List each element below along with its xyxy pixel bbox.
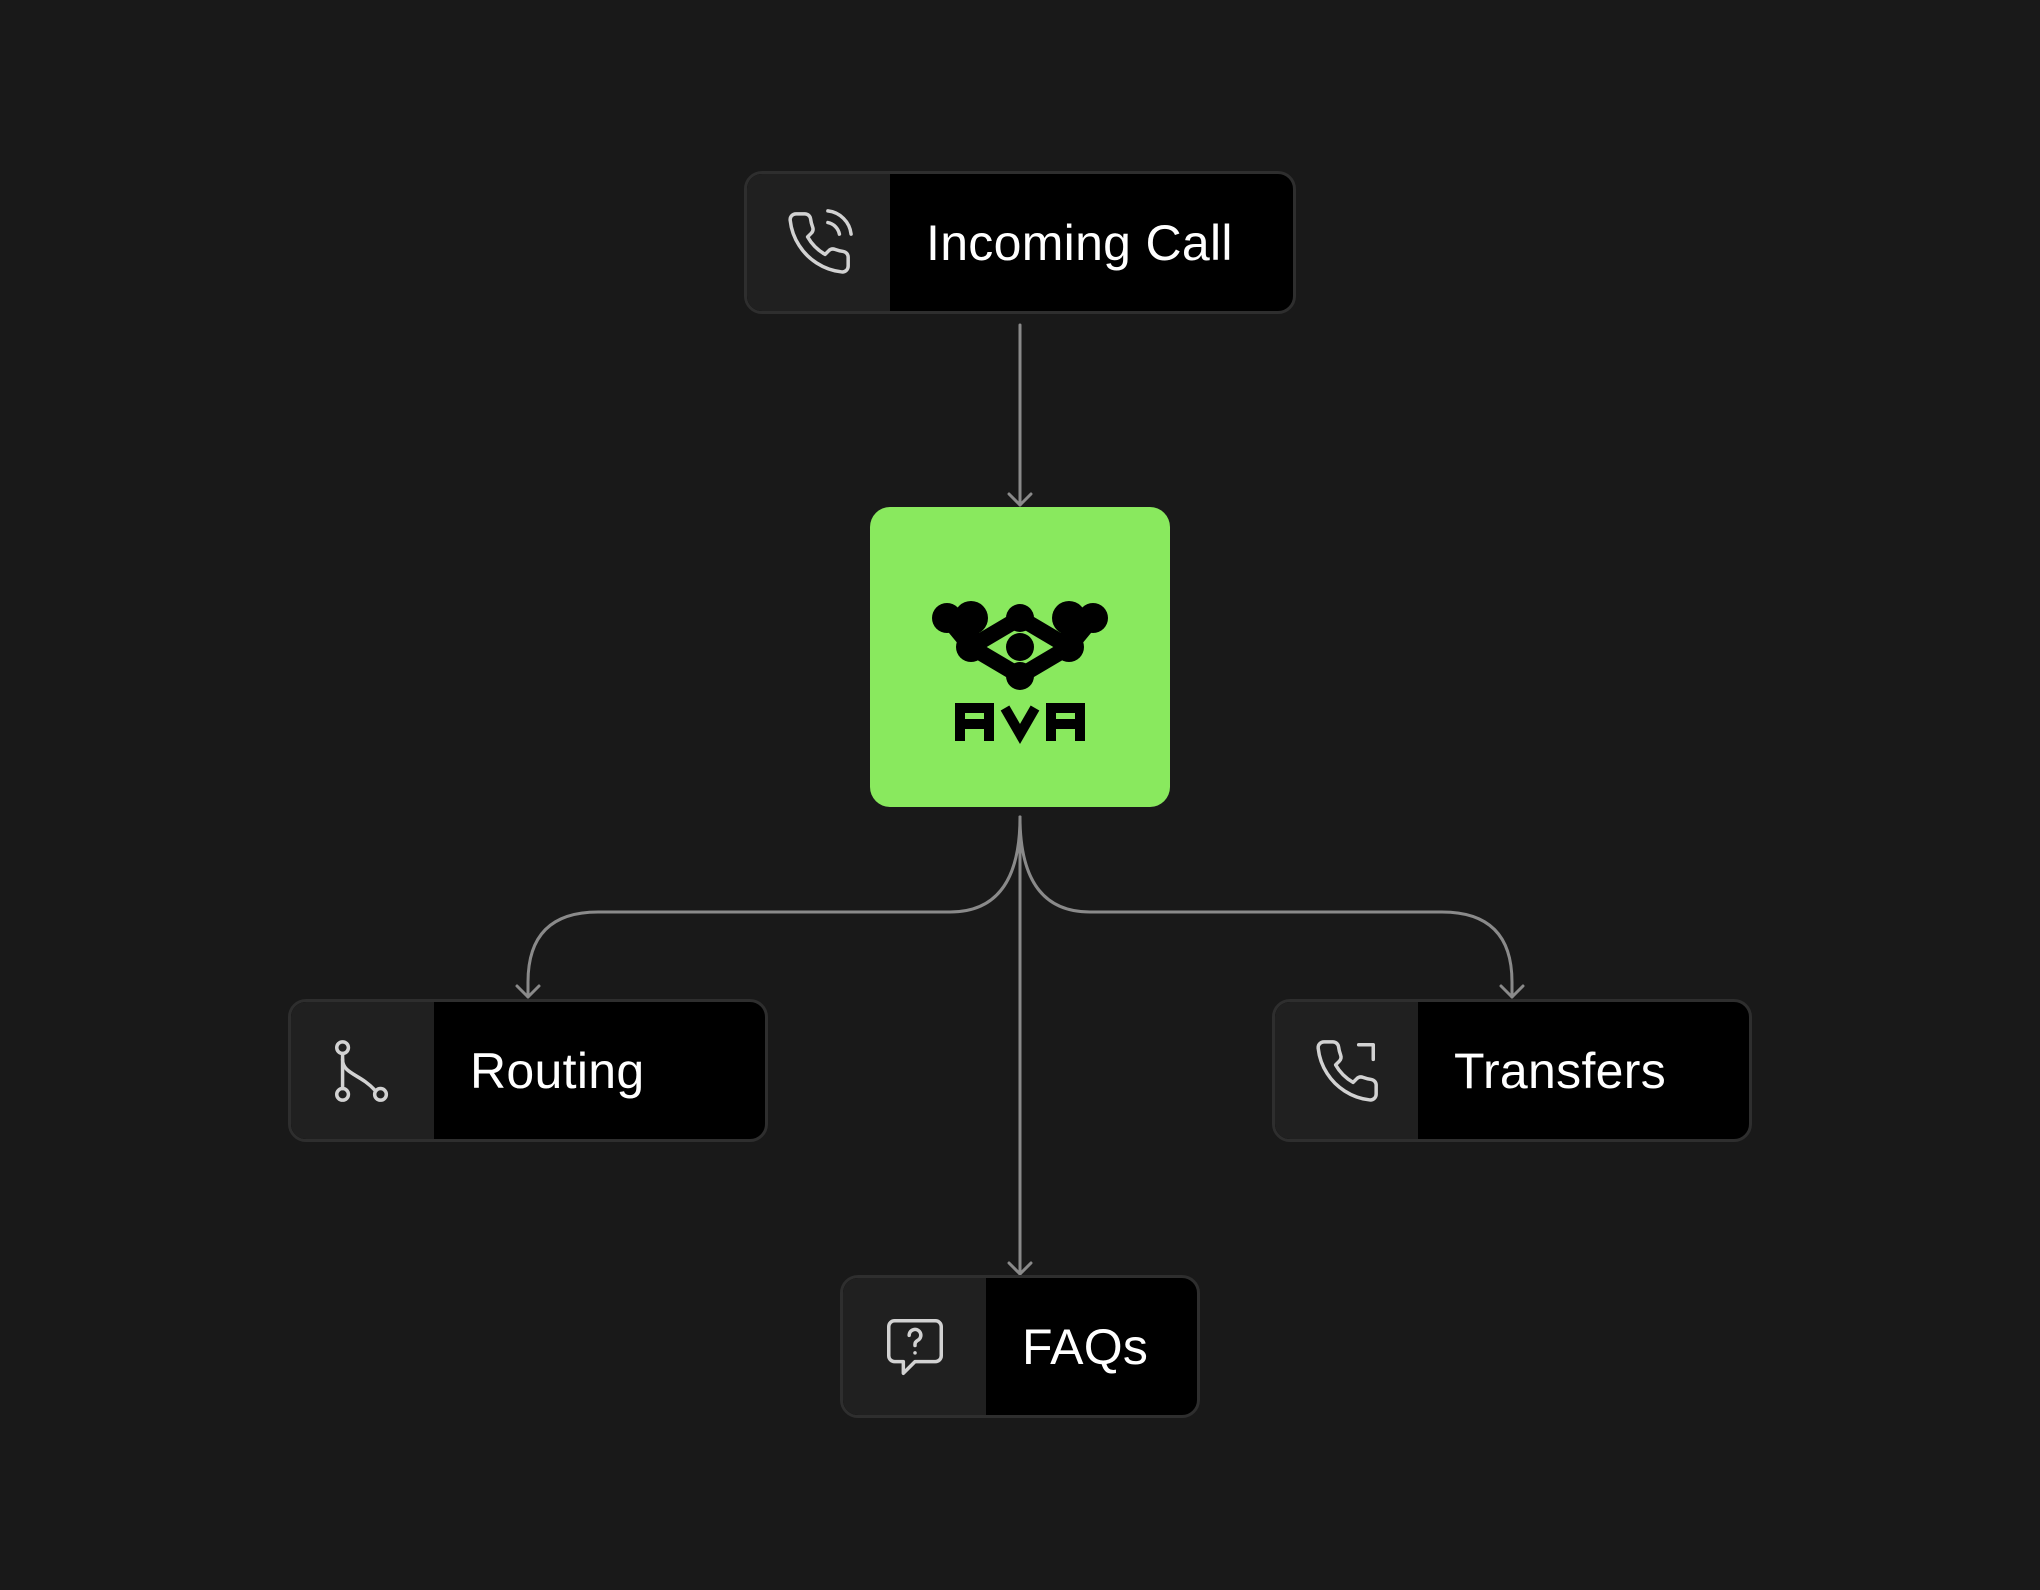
ava-logo-tile — [870, 507, 1170, 807]
ava-wordmark-art — [955, 703, 1085, 745]
git-branch-icon — [334, 1039, 388, 1102]
faqs-node: FAQs — [840, 1275, 1200, 1418]
transfers-node: Transfers — [1272, 999, 1752, 1142]
arrowhead-faqs — [1007, 1261, 1033, 1276]
question-chat-icon — [886, 1318, 943, 1375]
incoming-call-node: Incoming Call — [744, 171, 1296, 314]
phone-ringing-icon — [787, 208, 853, 274]
arrowhead-transfers — [1499, 984, 1525, 999]
routing-node: Routing — [288, 999, 768, 1142]
arrowhead-ava — [1007, 492, 1033, 507]
transfers-label: Transfers — [1454, 1042, 1667, 1099]
routing-label: Routing — [470, 1042, 645, 1099]
transfers-icon-cell — [1275, 1002, 1418, 1139]
connector-ava-to-routing — [526, 815, 1022, 999]
routing-icon-cell — [291, 1002, 434, 1139]
faqs-icon-cell — [843, 1278, 986, 1415]
incoming-call-label: Incoming Call — [926, 214, 1233, 271]
faqs-label: FAQs — [1022, 1318, 1149, 1375]
incoming-call-icon-cell — [747, 174, 890, 311]
phone-forward-icon — [1315, 1039, 1378, 1102]
arrowhead-routing — [515, 984, 541, 999]
ava-node-mark-icon — [932, 601, 1108, 690]
connector-ava-to-transfers — [1018, 815, 1514, 999]
